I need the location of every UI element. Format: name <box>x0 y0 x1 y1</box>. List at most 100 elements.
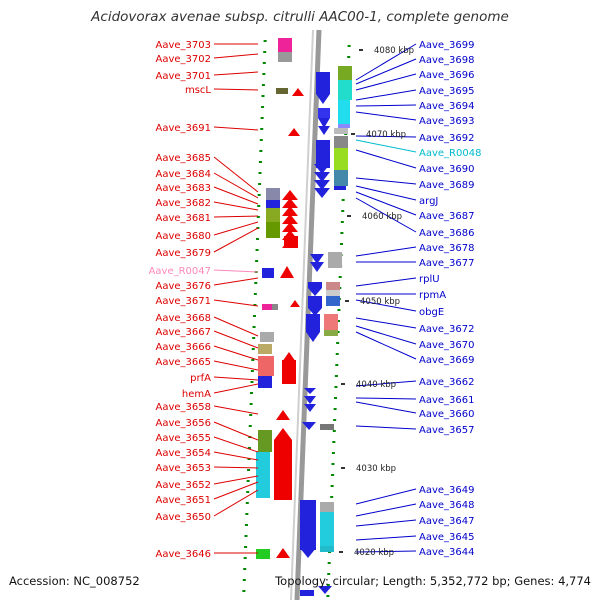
label-connector-left <box>213 481 259 500</box>
tick-mark-right <box>326 584 330 586</box>
gene-label-left: Aave_3653 <box>156 463 212 474</box>
tick-mark-right <box>334 386 338 388</box>
gene-label-left: Aave_3701 <box>156 71 212 82</box>
gene-label-left: Aave_3667 <box>156 327 212 338</box>
tick-mark-right <box>330 496 334 498</box>
label-connector-right <box>355 277 417 287</box>
gene-label-left: Aave_3665 <box>156 357 212 368</box>
tick-mark-left <box>250 392 254 394</box>
gene-label-right: Aave_3657 <box>419 425 475 436</box>
gene-box <box>278 38 292 52</box>
label-connector-right <box>355 299 417 312</box>
tick-mark-left <box>262 62 266 64</box>
gene-box <box>266 188 280 200</box>
tick-mark-right <box>327 562 331 564</box>
tick-mark-left <box>247 447 251 449</box>
label-connector-right <box>355 73 417 91</box>
tick-mark-right <box>337 320 340 322</box>
label-connector-right <box>355 58 417 85</box>
label-connector-right <box>355 503 417 517</box>
gene-box <box>256 474 270 498</box>
gene-label-right: Aave_3647 <box>419 516 475 527</box>
gene-arrow-up <box>290 300 300 307</box>
gene-box <box>324 314 338 330</box>
gene-label-left: Aave_3683 <box>156 183 212 194</box>
gene-box <box>256 452 270 474</box>
tick-mark-left <box>253 304 257 306</box>
label-connector-left <box>213 360 259 371</box>
tick-mark-left <box>259 139 263 141</box>
tick-mark-right <box>340 221 344 223</box>
tick-mark-left <box>245 513 249 515</box>
gene-arrow-up <box>282 206 298 216</box>
tick-mark-right <box>331 452 335 454</box>
gene-label-left: Aave_3646 <box>156 549 212 560</box>
tick-mark-right <box>347 56 351 58</box>
gene-label-left: Aave_3655 <box>156 433 212 444</box>
label-connector-right <box>355 397 417 400</box>
label-connector-left <box>213 475 259 485</box>
label-connector-right <box>355 185 417 201</box>
gene-box <box>276 88 288 94</box>
tick-mark-left <box>253 315 256 317</box>
gene-arrow-down <box>310 262 324 272</box>
tick-mark-right <box>334 375 338 377</box>
accession-text: Accession: NC_008752 <box>9 574 140 588</box>
gene-label-right: Aave_R0048 <box>419 148 481 159</box>
label-connector-left <box>213 466 259 469</box>
gene-arrow-down <box>318 118 330 128</box>
tick-mark-right <box>339 243 343 245</box>
tick-mark-left <box>261 95 265 97</box>
gene-arrow-down <box>308 288 322 296</box>
tick-mark-right <box>331 474 335 476</box>
label-connector-left <box>213 227 259 253</box>
tick-mark-left <box>243 557 247 559</box>
gene-arrow-up <box>280 266 294 278</box>
map-title: Acidovorax avenae subsp. citrulli AAC00-… <box>91 9 509 25</box>
gene-box <box>274 440 292 500</box>
tick-mark-left <box>243 568 247 570</box>
gene-label-right: Aave_3687 <box>419 211 475 222</box>
tick-mark-left <box>246 480 250 482</box>
gene-label-right: Aave_3698 <box>419 55 475 66</box>
gene-arrow-down <box>316 94 330 104</box>
gene-box <box>300 590 314 596</box>
tick-mark-left <box>260 117 264 119</box>
gene-box <box>316 72 330 94</box>
gene-label-left: Aave_3681 <box>156 213 212 224</box>
gene-label-right: Aave_3693 <box>419 116 475 127</box>
tick-mark-right <box>334 397 338 399</box>
gene-label-left: hemA <box>182 389 211 400</box>
label-connector-right <box>355 191 417 216</box>
gene-label-right: Aave_3694 <box>419 101 475 112</box>
gene-label-left: Aave_3682 <box>156 198 212 209</box>
gene-box <box>338 124 350 128</box>
label-connector-right <box>355 89 417 101</box>
gene-label-left: Aave_3671 <box>156 296 212 307</box>
gene-label-left: Aave_3685 <box>156 153 212 164</box>
gene-box <box>258 344 272 354</box>
tick-mark-right <box>338 276 342 278</box>
label-connector-right <box>355 135 417 138</box>
gene-arrow-down <box>300 548 316 558</box>
gene-label-right: Aave_3677 <box>419 258 475 269</box>
tick-mark-right <box>347 45 351 47</box>
tick-mark-right <box>331 463 335 465</box>
gene-label-left: Aave_3702 <box>156 54 212 65</box>
gene-box <box>258 376 272 388</box>
gene-label-right: Aave_3645 <box>419 532 475 543</box>
gene-label-right: rpmA <box>419 290 446 301</box>
label-connector-right <box>355 535 417 541</box>
gene-arrow-up <box>282 214 298 224</box>
gene-box <box>326 282 340 290</box>
tick-mark-left <box>252 337 256 339</box>
gene-label-left: Aave_3703 <box>156 40 212 51</box>
gene-box <box>266 222 280 238</box>
gene-label-right: Aave_3649 <box>419 485 475 496</box>
tick-mark-left <box>257 194 261 196</box>
kbp-tick <box>351 133 355 135</box>
label-connector-left <box>213 269 259 273</box>
kbp-tick <box>347 215 351 217</box>
gene-box <box>282 360 296 384</box>
